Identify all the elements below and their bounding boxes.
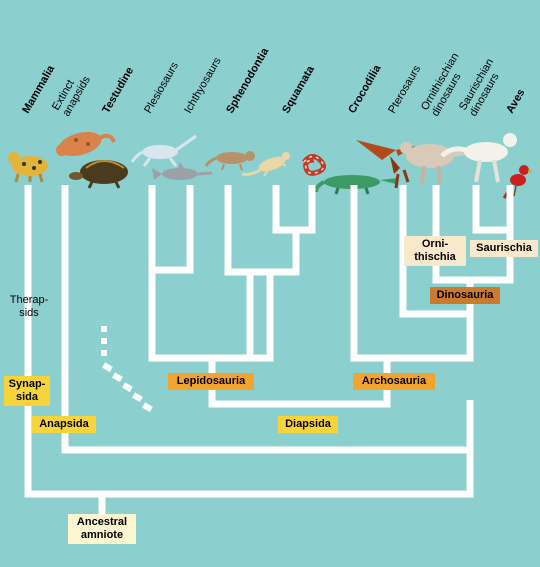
taxon-label-crocodilia: Crocodilia	[346, 62, 384, 115]
clade-saurischia: Saurischia	[470, 240, 538, 257]
taxon-line: Plesiosaurs	[142, 60, 181, 116]
branch-reptilia	[61, 185, 474, 454]
taxon-line: Testudine	[100, 65, 136, 115]
lizard-icon	[241, 152, 290, 177]
ichthyosaur-icon	[152, 162, 213, 180]
saurischian-icon	[440, 133, 517, 183]
taxon-label-ichthyosaurs: Ichthyosaurs	[182, 55, 224, 115]
branch-sphenodontia-squamata	[224, 185, 300, 358]
clade-diapsida: Diapsida	[278, 416, 338, 433]
taxon-label-extinct-anapsids: Extinctanapsids	[50, 68, 93, 119]
clade-ornithischia: Orni- thischia	[404, 236, 466, 266]
clade-anapsida: Anapsida	[32, 416, 96, 433]
snake-icon	[302, 154, 326, 176]
clade-archosauria: Archosauria	[353, 373, 435, 390]
taxon-label-sphenodontia: Sphenodontia	[224, 45, 271, 115]
taxon-line: Aves	[504, 87, 527, 115]
taxon-label-plesiosaurs: Plesiosaurs	[142, 60, 181, 116]
tuatara-icon	[204, 151, 255, 171]
taxon-label-testudine: Testudine	[100, 65, 136, 115]
turtle-icon	[69, 160, 128, 189]
clade-dinosauria: Dinosauria	[430, 287, 500, 304]
taxon-line: Sphenodontia	[224, 45, 271, 115]
bird-icon	[502, 165, 533, 199]
mammal-icon	[8, 152, 48, 183]
branch-archosauria	[350, 185, 474, 362]
taxon-line: Pterosaurs	[386, 63, 423, 115]
clade-lepidosauria: Lepidosauria	[168, 373, 254, 390]
plesiosaur-icon	[130, 134, 197, 167]
branch-squamata-pair	[272, 185, 316, 234]
taxon-label-saurischian-dinosaurs: Saurischiandinosaurs	[457, 57, 507, 119]
taxon-line: Crocodilia	[346, 62, 384, 115]
animal-illustrations	[8, 131, 533, 199]
taxon-line: Ichthyosaurs	[182, 55, 224, 115]
taxon-label-pterosaurs: Pterosaurs	[386, 63, 423, 115]
clade-ancestral-amniote: Ancestral amniote	[68, 514, 136, 544]
clade-therapsids: Therap- sids	[9, 294, 49, 319]
taxon-label-aves: Aves	[504, 87, 527, 115]
crocodile-icon	[314, 175, 398, 195]
taxon-line: Squamata	[280, 63, 317, 115]
branch-plesio-ichthyo	[148, 185, 194, 274]
clade-synapsida: Synap- sida	[4, 376, 50, 406]
taxon-label-squamata: Squamata	[280, 63, 317, 115]
extinct-anapsid-icon	[56, 131, 116, 157]
extinct-lineage-dashes	[101, 326, 153, 413]
